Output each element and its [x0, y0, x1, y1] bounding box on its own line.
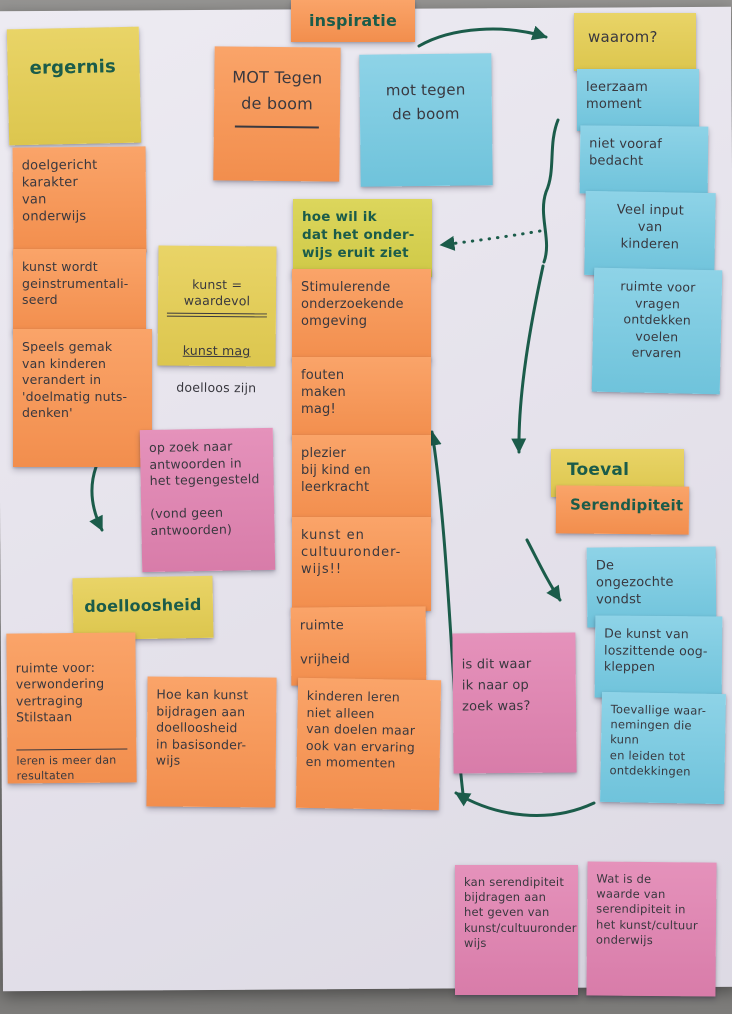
note-text: kunst en cultuuronder- wijs!!: [301, 528, 402, 578]
note-text: ruimte vrijheid: [299, 618, 351, 668]
sticky-note-serendipiteit: Serendipiteit: [555, 485, 690, 535]
sticky-note-waarom: waarom?: [574, 13, 696, 71]
note-text: hoe wil ik dat het onder- wijs eruit zie…: [302, 209, 415, 261]
note-text: doelloosheid: [84, 594, 202, 617]
note-text: plezier bij kind en leerkracht: [301, 446, 371, 496]
note-text-mid: kunst mag: [182, 342, 251, 359]
note-text: De kunst van loszittende oog- kleppen: [603, 625, 708, 674]
note-text: ergernis: [29, 56, 117, 79]
sticky-note-stimulerende-omgeving: Stimulerende onderzoekende omgeving: [292, 269, 431, 361]
note-text: leerzaam moment: [586, 80, 648, 113]
sticky-note-op-zoek-naar-antwoorden: op zoek naar antwoorden in het tegengest…: [139, 427, 276, 573]
sticky-note-doelloosheid: doelloosheid: [72, 575, 214, 641]
underline-stroke: [234, 125, 319, 129]
sticky-note-ruimte-voor-vragen: ruimte voor vragen ontdekken voelen erva…: [591, 267, 723, 395]
sticky-note-speels-gemak: Speels gemak van kinderen verandert in '…: [13, 329, 152, 467]
sticky-note-leerzaam-moment: leerzaam moment: [577, 69, 699, 131]
sticky-note-ergernis: ergernis: [6, 26, 142, 146]
note-text-bottom: leren is meer dan resultaten: [16, 748, 128, 784]
sticky-note-kunst-is-waardevol: kunst = waardevol kunst mag doelloos zij…: [157, 245, 277, 395]
note-text: kinderen leren niet alleen van doelen ma…: [305, 687, 416, 771]
note-text: kunst wordt geinstrumentali- seerd: [22, 259, 129, 307]
note-text: waarom?: [588, 28, 658, 46]
note-text: Speels gemak van kinderen verandert in '…: [22, 339, 128, 420]
note-text: is dit waar ik naar op zoek was?: [461, 656, 532, 715]
sticky-note-wat-is-de-waarde: Wat is de waarde van serendipiteit in he…: [586, 861, 717, 997]
note-text: kan serendipiteit bijdragen aan het geve…: [464, 875, 577, 950]
note-text: mot tegen de boom: [385, 80, 466, 124]
sticky-note-kinderen-leren: kinderen leren niet alleen van doelen ma…: [295, 677, 442, 811]
sticky-note-mot-tegen-de-boom-blue: mot tegen de boom: [359, 53, 493, 187]
sticky-note-toevallige-waarnemingen: Toevallige waar- nemingen die kunn en le…: [600, 691, 726, 805]
note-text: niet vooraf bedacht: [588, 136, 663, 170]
sticky-note-kunst-en-cultuuronderwijs: kunst en cultuuronder- wijs!!: [292, 517, 431, 611]
note-text: Hoe kan kunst bijdragen aan doelloosheid…: [155, 686, 249, 768]
sticky-note-doelgericht-karakter: doelgericht karakter van onderwijs: [12, 146, 147, 254]
sticky-note-kan-serendipiteit-bijdragen: kan serendipiteit bijdragen aan het geve…: [455, 865, 578, 995]
note-text: Veel input van kinderen: [616, 202, 685, 253]
sticky-note-ruimte-vrijheid: ruimte vrijheid: [290, 606, 427, 686]
sticky-note-fouten-maken-mag: fouten maken mag!: [292, 357, 431, 439]
note-text: De ongezochte vondst: [595, 558, 674, 608]
note-text: doelgericht karakter van onderwijs: [21, 157, 98, 225]
note-text: MOT Tegen de boom: [232, 67, 323, 113]
note-text-top: ruimte voor: verwondering vertraging Sti…: [15, 659, 105, 725]
sticky-note-niet-vooraf-bedacht: niet vooraf bedacht: [579, 125, 709, 195]
note-text: ruimte voor vragen ontdekken voelen erva…: [620, 278, 696, 361]
sticky-note-hoe-wil-ik: hoe wil ik dat het onder- wijs eruit zie…: [293, 199, 432, 277]
note-text-bottom: doelloos zijn: [176, 379, 257, 396]
note-text: fouten maken mag!: [301, 368, 346, 418]
note-text: inspiratie: [308, 11, 397, 30]
note-text: Stimulerende onderzoekende omgeving: [301, 280, 404, 330]
sticky-note-inspiratie: inspiratie: [291, 0, 415, 42]
sticky-note-hoe-kan-kunst-bijdragen: Hoe kan kunst bijdragen aan doelloosheid…: [146, 676, 277, 808]
sticky-note-kunst-wordt-geinstrumentaliseerd: kunst wordt geinstrumentali- seerd: [13, 249, 146, 333]
sticky-note-ruimte-voor-verwondering: ruimte voor: verwondering vertraging Sti…: [6, 632, 137, 784]
note-text: ruimte voor: verwondering vertraging Sti…: [15, 643, 128, 800]
sticky-note-veel-input-van-kinderen: Veel input van kinderen: [584, 190, 716, 278]
note-text: Toeval: [567, 460, 630, 480]
note-text: Serendipiteit: [569, 495, 684, 515]
note-text: op zoek naar antwoorden in het tegengest…: [148, 438, 260, 538]
note-text: Toevallige waar- nemingen die kunn en le…: [609, 702, 707, 779]
note-text: kunst = waardevol kunst mag doelloos zij…: [166, 260, 268, 414]
sticky-note-plezier: plezier bij kind en leerkracht: [292, 435, 431, 521]
sticky-note-kunst-van-loszittende-oogkleppen: De kunst van loszittende oog- kleppen: [594, 615, 723, 699]
sticky-note-mot-tegen-de-boom-orange: MOT Tegen de boom: [213, 46, 341, 182]
sticky-note-is-dit-waar-ik-naar-op-zoek-was: is dit waar ik naar op zoek was?: [452, 632, 577, 774]
note-text: Wat is de waarde van serendipiteit in he…: [595, 871, 698, 947]
note-text-top: kunst = waardevol: [166, 276, 268, 317]
